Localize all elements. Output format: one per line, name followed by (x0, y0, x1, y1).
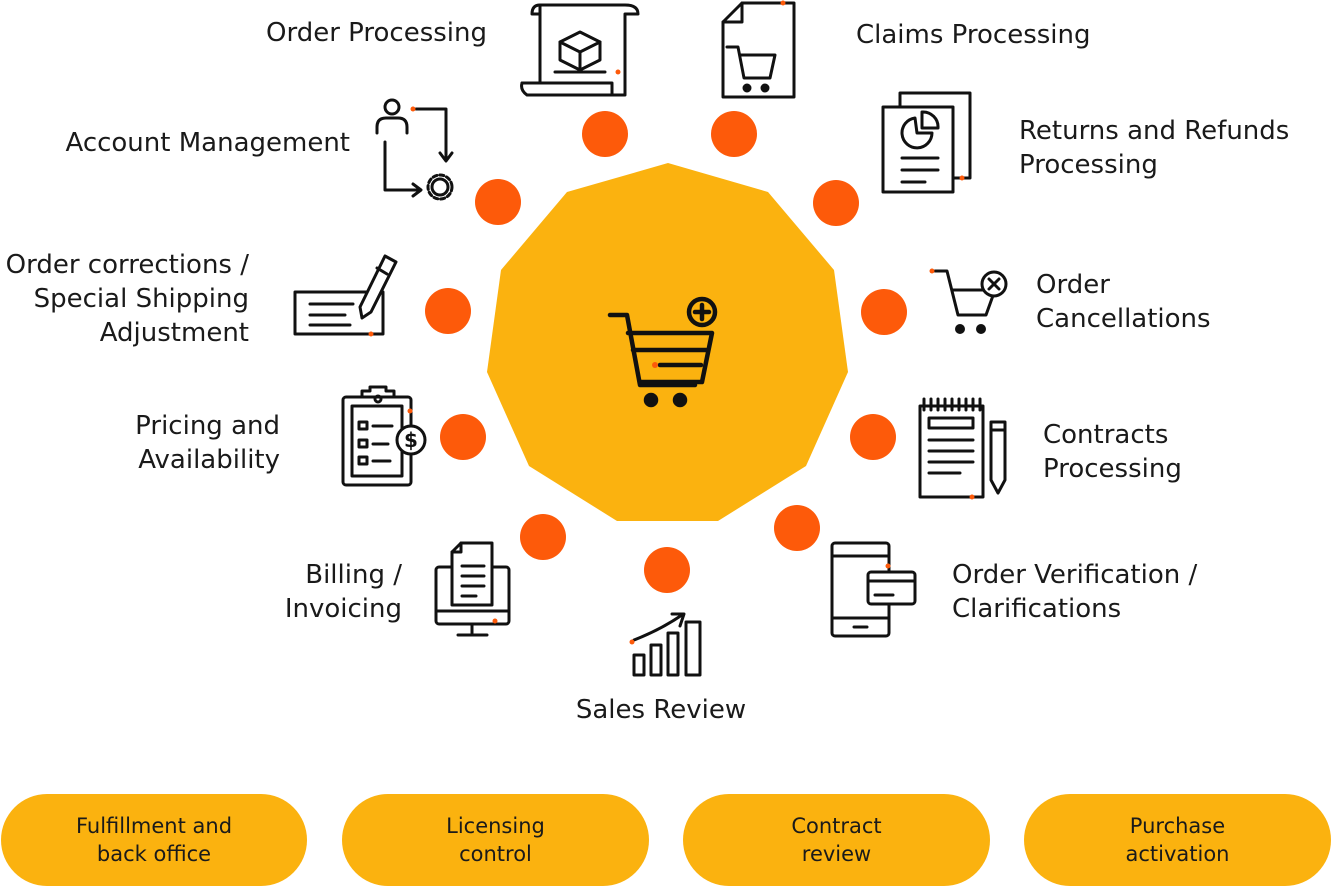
box-scroll-icon (520, 3, 640, 97)
dollar-glyph: $ (404, 428, 418, 452)
service-label-contracts-processing: Contracts Processing (1043, 420, 1182, 484)
accent-dot (969, 494, 975, 500)
pill-label: Purchase activation (1125, 814, 1230, 866)
invoice-monitor-icon (434, 541, 511, 637)
accent-dot (615, 69, 621, 75)
service-label-billing-invoicing: Billing / Invoicing (284, 560, 402, 624)
accent-dot (959, 175, 965, 181)
clipboard-dollar-icon (341, 385, 427, 487)
cart-cancel-icon (933, 269, 1008, 334)
connector-dot (582, 111, 628, 157)
connector-dot (861, 289, 907, 335)
service-label-claims-processing: Claims Processing (856, 20, 1091, 50)
service-label-account-management: Account Management (65, 128, 350, 158)
contract-pencil-icon (918, 397, 1007, 499)
connector-dot (850, 414, 896, 460)
growth-chart-icon (632, 612, 702, 677)
cart-document-icon (721, 1, 796, 99)
accent-dot (929, 268, 935, 274)
accent-dot (629, 639, 635, 645)
accent-dot (410, 106, 416, 112)
pill-purchase-activation: Purchase activation (1024, 794, 1331, 886)
service-label-order-processing: Order Processing (266, 18, 487, 48)
accent-dot (652, 362, 658, 368)
accent-dot (368, 331, 374, 337)
service-label-sales-review: Sales Review (575, 695, 747, 725)
connector-dot (520, 514, 566, 560)
service-label-order-cancellations: Order Cancellations (1036, 270, 1211, 334)
accent-dot (407, 408, 413, 414)
service-label-order-verification: Order Verification / Clarifications (952, 560, 1198, 624)
pill-label: Fulfillment and back office (75, 814, 233, 866)
hub-polygon (487, 163, 848, 521)
pill-label: Licensing control (446, 814, 545, 866)
accent-dot (780, 0, 786, 6)
connector-dot (425, 288, 471, 334)
user-flow-gear-icon (375, 98, 454, 201)
connector-dot (475, 179, 521, 225)
connector-dot (644, 547, 690, 593)
connector-dot (813, 180, 859, 226)
connector-dot (440, 414, 486, 460)
report-pie-icon (881, 91, 972, 194)
service-label-returns-refunds: Returns and Refunds Processing (1019, 116, 1290, 180)
pill-contract-review: Contract review (683, 794, 990, 886)
phone-card-icon (830, 541, 917, 638)
service-label-pricing-availability: Pricing and Availability (135, 411, 280, 475)
connector-dots (425, 111, 907, 593)
accent-dot (492, 618, 498, 624)
accent-dot (885, 563, 891, 569)
pill-licensing: Licensing control (342, 794, 649, 886)
pill-label: Contract review (791, 814, 882, 866)
connector-dot (711, 111, 757, 157)
cheque-pen-icon (293, 254, 398, 336)
cart-plus-icon (607, 296, 718, 408)
pill-fulfillment: Fulfillment and back office (1, 794, 307, 886)
connector-dot (774, 505, 820, 551)
service-label-order-corrections: Order corrections / Special Shipping Adj… (5, 250, 249, 348)
